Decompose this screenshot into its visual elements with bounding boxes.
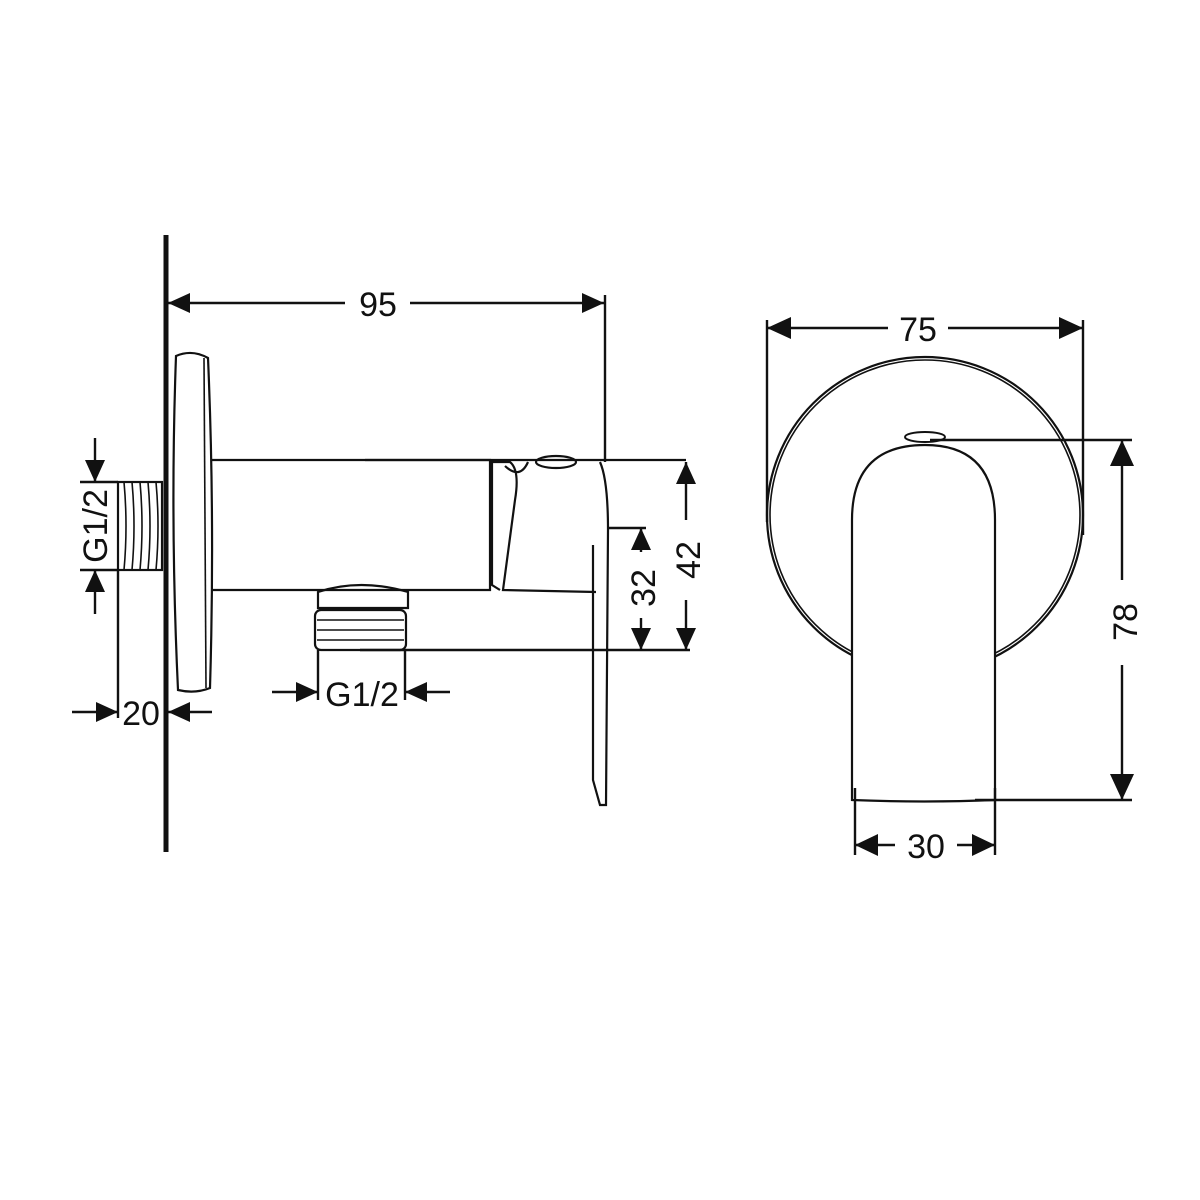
dim-outlet-thread-label: G1/2 xyxy=(325,676,399,714)
side-view: 95 42 32 G1/2 xyxy=(72,235,708,852)
flange-inner-edge xyxy=(203,357,207,689)
dim-handle-height-label: 78 xyxy=(1107,603,1145,641)
dim-height: 42 xyxy=(360,462,708,652)
dim-inlet-thread: G1/2 xyxy=(77,438,118,614)
lever xyxy=(591,461,610,807)
dim-handle-width: 30 xyxy=(853,788,997,866)
handle-block xyxy=(490,460,597,594)
dim-length-label: 95 xyxy=(359,286,397,324)
dim-height-label: 42 xyxy=(670,541,708,579)
dim-length: 95 xyxy=(168,286,607,462)
handle-pin xyxy=(534,454,578,470)
dim-inlet-length: 20 xyxy=(72,570,212,733)
dim-flange-diameter-label: 75 xyxy=(899,311,937,349)
dim-inlet-length-label: 20 xyxy=(122,695,160,733)
dim-outlet-height-label: 32 xyxy=(625,569,663,607)
dim-outlet-thread: G1/2 xyxy=(272,650,450,714)
dim-inlet-thread-label: G1/2 xyxy=(77,489,115,563)
inlet-thread xyxy=(116,480,164,572)
dim-flange-diameter: 75 xyxy=(765,311,1085,535)
handle-front xyxy=(850,443,997,803)
front-view: 75 78 30 xyxy=(765,311,1145,866)
wall-flange xyxy=(172,351,214,693)
valve-body xyxy=(212,458,492,592)
outlet-thread xyxy=(313,583,410,652)
dim-outlet-height: 32 xyxy=(608,526,663,650)
dim-handle-width-label: 30 xyxy=(907,828,945,866)
dim-handle-height: 78 xyxy=(930,438,1145,802)
